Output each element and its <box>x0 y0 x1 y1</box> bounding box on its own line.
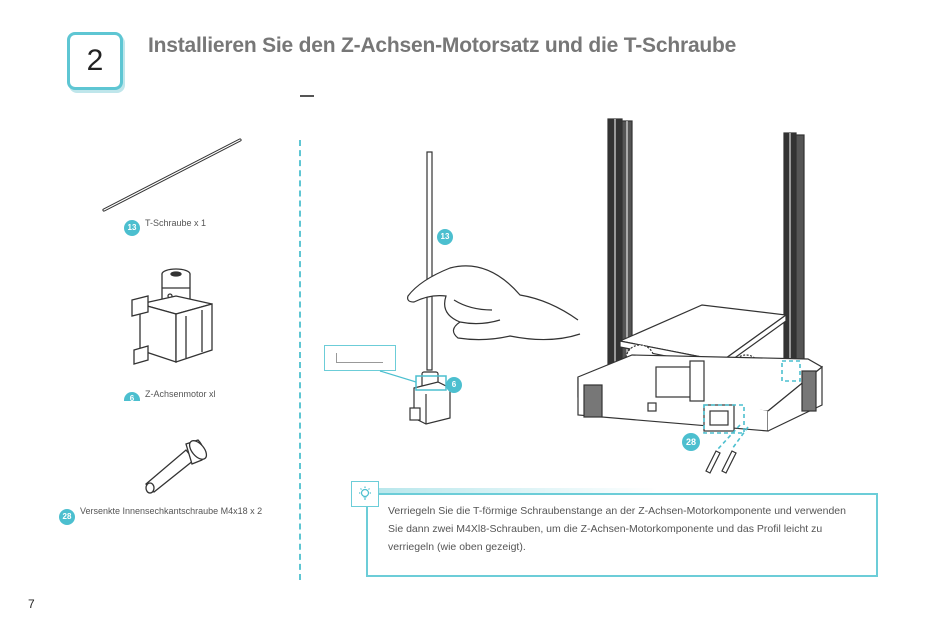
step-number: 2 <box>86 44 104 77</box>
tip-icon-container <box>351 481 379 507</box>
part-label-screw: Versenkte Innensechkantschraube M4x18 x … <box>80 506 263 516</box>
callout-leader-line <box>379 370 417 383</box>
assembly-rod-motor-illustration <box>407 151 581 425</box>
lightbulb-icon <box>359 486 371 500</box>
part-label-motor: Z-Achsenmotor xl <box>145 389 216 399</box>
t-screw-rod-illustration <box>102 138 242 212</box>
page-title: Installieren Sie den Z-Achsen-Motorsatz … <box>148 34 737 57</box>
diagram-badge-13: 13 <box>437 229 453 245</box>
dash-mark <box>300 95 314 97</box>
part-badge-6: 6 <box>124 392 140 401</box>
part-badge-13: 13 <box>124 220 140 236</box>
tip-line: verriegeln (wie oben gezeigt). <box>388 541 526 553</box>
callout-box <box>324 345 396 371</box>
countersunk-screw-illustration <box>145 439 208 494</box>
tip-line: Verriegeln Sie die T-förmige Schraubenst… <box>388 505 846 517</box>
tip-header-bar <box>376 488 658 494</box>
diagram-badge-28: 28 <box>682 433 700 451</box>
diagram-badge-6: 6 <box>446 377 462 393</box>
section-divider <box>299 140 301 580</box>
tip-text: Verriegeln Sie die T-förmige Schraubenst… <box>388 502 868 556</box>
tip-line: Sie dann zwei M4Xl8-Schrauben, um die Z-… <box>388 523 823 535</box>
printer-frame-illustration <box>577 118 824 474</box>
part-label-t-screw: T-Schraube x 1 <box>145 218 207 228</box>
step-number-box: 2 <box>67 32 123 90</box>
page-number: 7 <box>28 597 35 611</box>
part-badge-28: 28 <box>59 509 75 525</box>
tip-box <box>366 493 878 577</box>
z-axis-motor-illustration <box>131 268 213 365</box>
